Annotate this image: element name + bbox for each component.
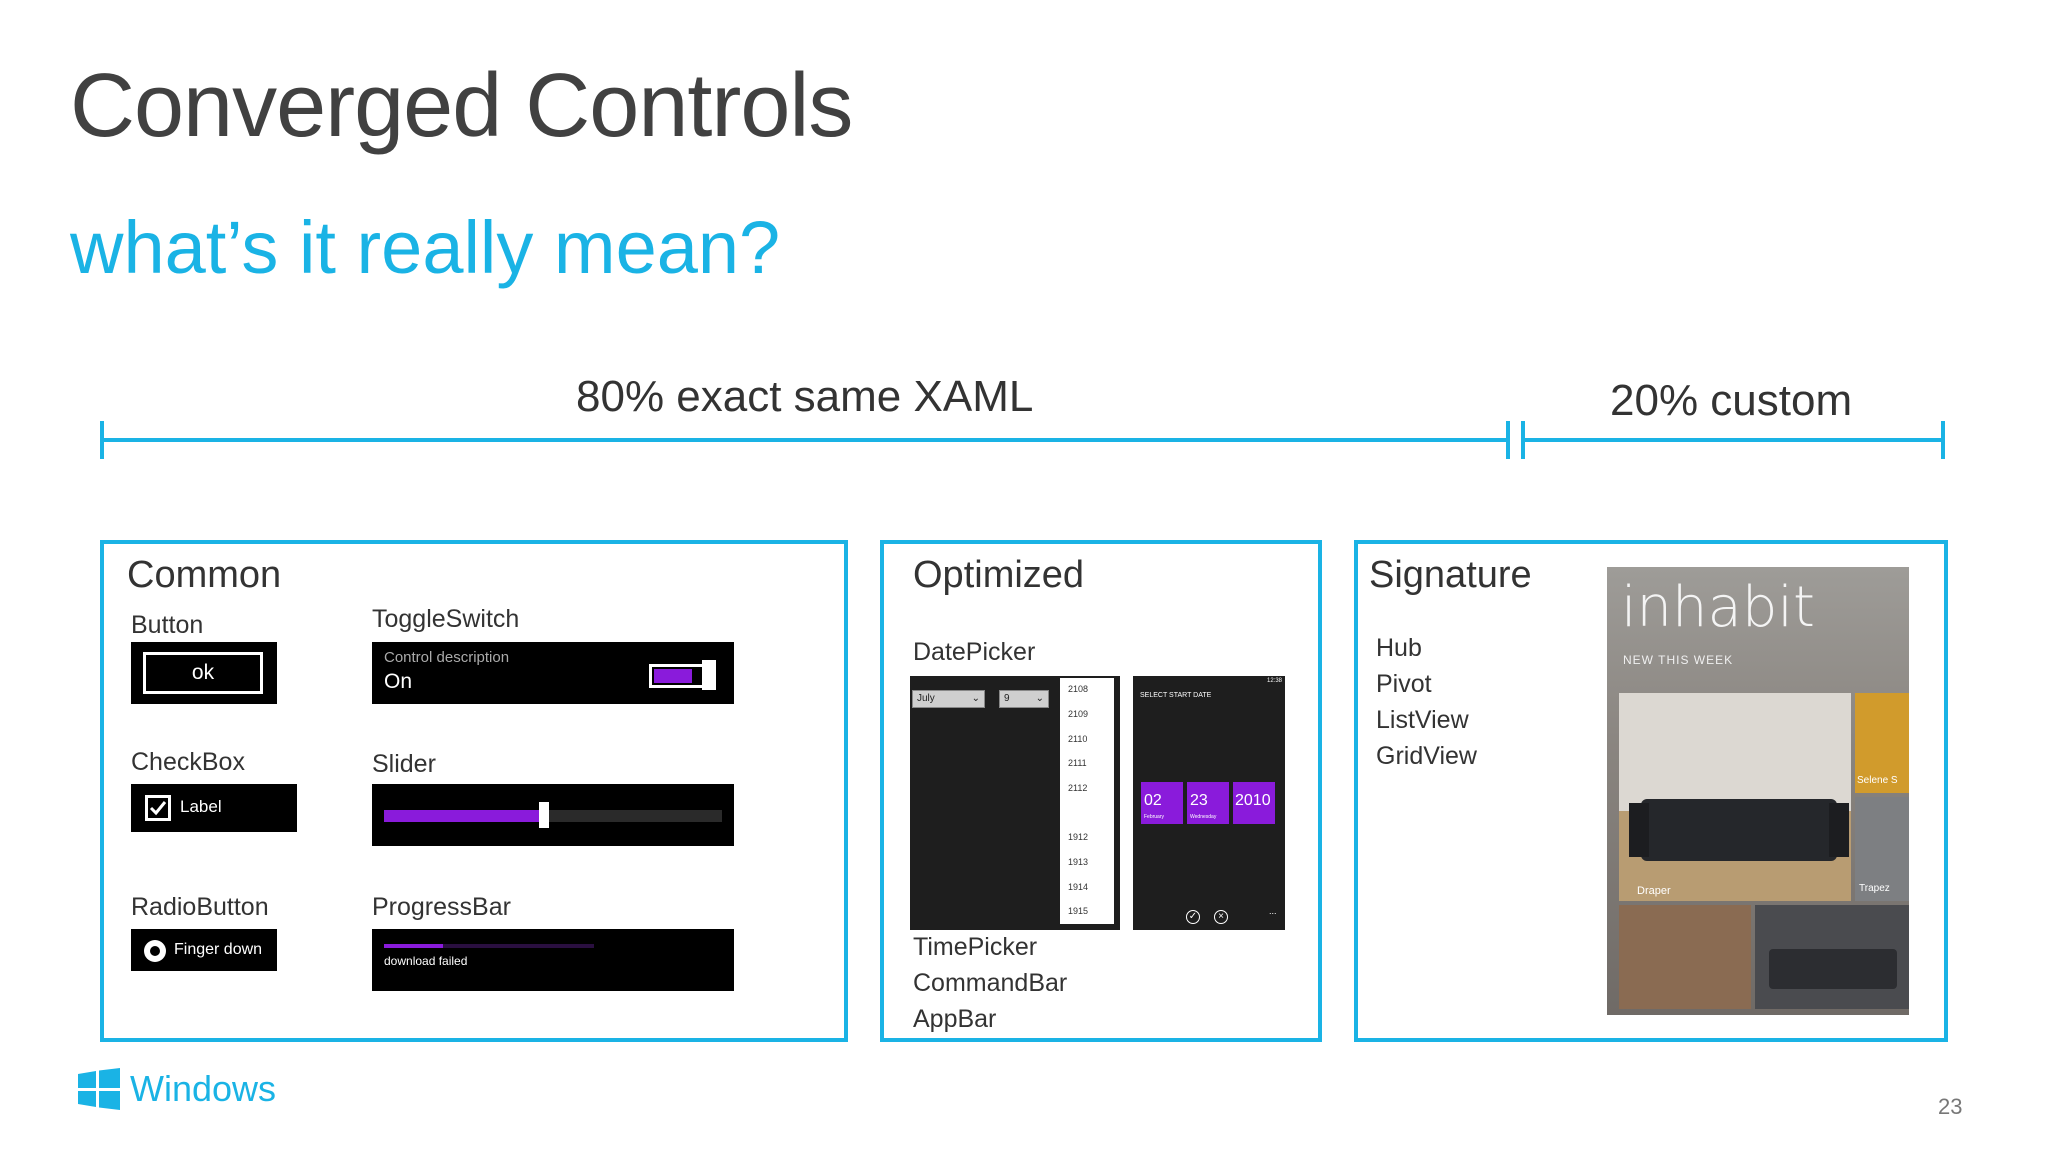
cancel-icon[interactable]: ×	[1214, 910, 1228, 924]
sofa-arm	[1829, 803, 1849, 857]
toggleswitch-label: ToggleSwitch	[372, 605, 520, 633]
span-line-right	[1521, 438, 1945, 442]
windows-logo-icon	[78, 1068, 120, 1110]
slider-thumb[interactable]	[539, 802, 549, 828]
year-item[interactable]: 1915	[1068, 906, 1089, 916]
day-tile-value: 23	[1190, 792, 1208, 809]
progressbar-label: ProgressBar	[372, 893, 511, 921]
year-tile-value: 2010	[1235, 792, 1271, 809]
year-tile[interactable]: 2010	[1233, 782, 1275, 824]
year-item[interactable]: 2110	[1068, 734, 1088, 744]
hub-app-screenshot: inhabit NEW THIS WEEK Draper Selene S Tr…	[1607, 567, 1909, 1015]
year-item[interactable]: 2112	[1068, 783, 1088, 793]
bottom-image-right[interactable]	[1755, 905, 1909, 1009]
slide-subtitle: what’s it really mean?	[70, 206, 781, 289]
year-item[interactable]: 2108	[1068, 684, 1089, 694]
checkbox-text: Label	[180, 797, 222, 816]
button-label: Button	[131, 611, 204, 639]
listview-label: ListView	[1376, 706, 1469, 734]
toggle-switch[interactable]	[649, 664, 705, 688]
span-label-left: 80% exact same XAML	[576, 372, 1034, 421]
radio-text: Finger down	[174, 941, 263, 958]
caption-right-top: Selene S	[1857, 775, 1898, 786]
app-name: inhabit	[1621, 575, 1815, 640]
sofa	[1641, 799, 1837, 861]
year-item[interactable]: 2111	[1068, 758, 1087, 768]
toggle-thumb[interactable]	[702, 660, 716, 690]
progress-track	[384, 944, 594, 948]
year-list[interactable]: 2108 2109 2110 2111 2112 1912 1913 1914 …	[1060, 678, 1114, 924]
page-number: 23	[1938, 1094, 1963, 1119]
side-image-bottom[interactable]: Trapez	[1855, 797, 1909, 901]
toggle-description: Control description	[384, 649, 510, 666]
button-demo: ok	[131, 642, 277, 704]
month-dropdown-value: July	[917, 693, 935, 704]
caption-left: Draper	[1637, 885, 1671, 897]
checkbox-label: CheckBox	[131, 748, 245, 776]
select-date-header: SELECT START DATE	[1140, 692, 1212, 699]
gridview-label: GridView	[1376, 742, 1477, 770]
year-item[interactable]: 1912	[1068, 832, 1089, 842]
radiobutton-demo: Finger down	[131, 929, 277, 971]
year-item[interactable]: 1914	[1068, 882, 1089, 892]
pivot-label: Pivot	[1376, 670, 1432, 698]
common-title: Common	[127, 554, 282, 596]
toggle-track-fill	[654, 669, 692, 683]
slider-fill	[384, 810, 539, 822]
windows-brand: Windows	[130, 1068, 277, 1109]
progress-fill	[384, 944, 443, 948]
checkmark-icon	[149, 801, 167, 816]
sofa-gray	[1769, 949, 1897, 989]
radio-button[interactable]	[144, 940, 166, 962]
side-image-top[interactable]: Selene S	[1855, 693, 1909, 793]
clock: 12:38	[1267, 678, 1283, 684]
chevron-down-icon: ⌄	[971, 693, 980, 704]
day-tile[interactable]: 23 Wednesday	[1187, 782, 1229, 824]
caption-right-bottom: Trapez	[1859, 883, 1890, 894]
slider-label: Slider	[372, 750, 436, 778]
datepicker-phone-2: SELECT START DATE 12:38 02 February 23 W…	[1133, 676, 1285, 930]
datepicker-label: DatePicker	[913, 638, 1036, 666]
month-tile-sub: February	[1144, 814, 1165, 820]
progress-text: download failed	[384, 954, 468, 968]
hub-label: Hub	[1376, 634, 1422, 662]
span-tick	[1506, 421, 1510, 459]
sofa-arm	[1629, 803, 1649, 857]
bottom-image-left[interactable]	[1619, 905, 1751, 1009]
radio-dot	[150, 946, 160, 956]
checkbox[interactable]	[145, 795, 171, 821]
span-tick	[100, 421, 104, 459]
year-item[interactable]: 1913	[1068, 857, 1089, 867]
datepicker-phone-1: July⌄ 9⌄ 2108 2109 2110 2111 2112 1912 1…	[910, 676, 1120, 930]
timepicker-label: TimePicker	[913, 933, 1038, 961]
accept-icon[interactable]: ✓	[1186, 910, 1200, 924]
day-dropdown[interactable]: 9⌄	[999, 690, 1049, 708]
month-tile[interactable]: 02 February	[1141, 782, 1183, 824]
radiobutton-label: RadioButton	[131, 893, 269, 921]
slider-demo	[372, 784, 734, 846]
chevron-down-icon: ⌄	[1035, 693, 1044, 704]
signature-title: Signature	[1369, 554, 1532, 596]
toggleswitch-demo: Control description On	[372, 642, 734, 704]
month-dropdown[interactable]: July ⌄	[912, 690, 985, 708]
app-subtitle: NEW THIS WEEK	[1623, 653, 1734, 667]
day-tile-sub: Wednesday	[1190, 814, 1217, 820]
year-item[interactable]: 2109	[1068, 709, 1089, 719]
span-line-left	[100, 438, 1510, 442]
month-tile-value: 02	[1144, 792, 1162, 809]
ok-button[interactable]: ok	[143, 652, 263, 694]
slide-title: Converged Controls	[70, 56, 853, 156]
day-dropdown-value: 9	[1004, 693, 1010, 704]
commandbar-label: CommandBar	[913, 969, 1068, 997]
checkbox-demo: Label	[131, 784, 297, 832]
appbar-label: AppBar	[913, 1005, 997, 1033]
optimized-title: Optimized	[913, 554, 1085, 596]
progressbar-demo: download failed	[372, 929, 734, 991]
span-label-right: 20% custom	[1610, 376, 1853, 425]
span-tick	[1941, 421, 1945, 459]
more-icon[interactable]: ...	[1269, 906, 1277, 916]
toggle-state: On	[384, 670, 413, 693]
sofa-image[interactable]: Draper	[1619, 693, 1851, 901]
